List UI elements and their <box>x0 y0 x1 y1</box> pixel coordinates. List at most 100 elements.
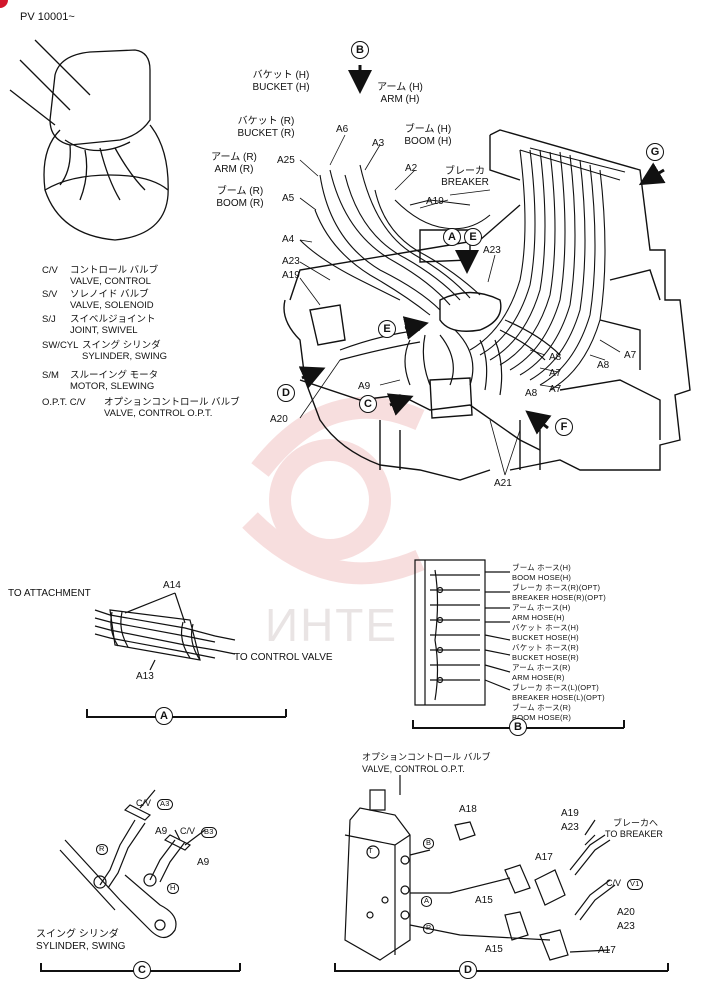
label-opt-valve-en: VALVE, CONTROL O.P.T. <box>362 764 465 774</box>
section-tick <box>667 963 669 971</box>
detail-b-drawing <box>414 559 511 706</box>
detail-c-drawing <box>59 789 206 939</box>
part-a23: A23 <box>617 921 635 932</box>
watermark-text: ИНТЕ <box>265 599 399 651</box>
part-a8: A8 <box>549 352 562 363</box>
label-boom-r-jp: ブーム (R) <box>216 186 264 197</box>
corner-badge <box>0 0 8 8</box>
legend-key: C/V <box>42 265 58 276</box>
view-marker-b: B <box>351 41 369 59</box>
cv-port-b3: B3 <box>201 827 217 838</box>
label-bucket-h-en: BUCKET (H) <box>252 82 310 93</box>
cv-port-v1: V1 <box>627 879 643 890</box>
cab-thumbnail <box>9 39 169 241</box>
part-a4: A4 <box>282 234 295 245</box>
cv-label: C/V <box>180 826 196 836</box>
detail-c-caption: C <box>133 961 151 979</box>
detail-d-caption: D <box>459 961 477 979</box>
part-a21: A21 <box>494 478 512 489</box>
label-to-attachment: TO ATTACHMENT <box>8 588 91 599</box>
view-marker-e: E <box>464 228 482 246</box>
section-tick <box>623 720 625 728</box>
legend-jp: ソレノイド バルブ <box>70 289 149 300</box>
legend-jp: スイング シリンダ <box>82 340 161 351</box>
part-a20: A20 <box>270 414 288 425</box>
label-boom-r-en: BOOM (R) <box>216 198 264 209</box>
detail-d-drawing <box>344 775 616 961</box>
legend-jp: スイベルジョイント <box>70 314 156 325</box>
serial-range: PV 10001~ <box>20 11 75 23</box>
label-swing-cylinder-en: SYLINDER, SWING <box>36 941 126 952</box>
part-a9: A9 <box>358 381 371 392</box>
label-breaker-jp: ブレーカ <box>445 166 485 177</box>
legend-key: O.P.T. C/V <box>42 397 86 408</box>
legend-key: SW/CYL <box>42 340 79 351</box>
label-to-breaker-en: TO BREAKER <box>605 829 663 839</box>
hose-label-en: BOOM HOSE(H) <box>512 573 572 582</box>
hose-label-jp: アーム ホース(H) <box>512 603 571 612</box>
label-to-breaker-jp: ブレーカへ <box>613 818 659 828</box>
view-marker-e: E <box>378 320 396 338</box>
section-tick <box>285 709 287 717</box>
hose-label-jp: ブーム ホース(R) <box>512 703 571 712</box>
hose-label-en: ARM HOSE(H) <box>512 613 565 622</box>
port-mark-r: R <box>96 844 108 855</box>
part-a7: A7 <box>624 350 637 361</box>
legend-jp: コントロール バルブ <box>70 265 159 276</box>
label-swing-cylinder-jp: スイング シリンダ <box>36 929 119 940</box>
label-bucket-h-jp: バケット (H) <box>252 70 310 81</box>
detail-a-caption: A <box>155 707 173 725</box>
part-a15: A15 <box>485 944 503 955</box>
hose-label-en: ARM HOSE(R) <box>512 673 565 682</box>
hose-label-jp: ブーム ホース(H) <box>512 563 571 572</box>
section-tick <box>40 963 42 971</box>
part-a6: A6 <box>336 124 349 135</box>
part-a13: A13 <box>136 671 154 682</box>
section-tick <box>334 963 336 971</box>
part-a19-top: A19 <box>426 196 444 207</box>
port-mark-t: T <box>368 846 373 855</box>
part-a7: A7 <box>549 368 562 379</box>
part-a17: A17 <box>535 852 553 863</box>
hose-label-en: BUCKET HOSE(H) <box>512 633 579 642</box>
part-a19: A19 <box>561 808 579 819</box>
watermark-gear-icon <box>242 396 425 585</box>
label-bucket-r-jp: バケット (R) <box>237 116 295 127</box>
part-a9: A9 <box>197 857 210 868</box>
legend-en: MOTOR, SLEWING <box>70 381 155 392</box>
part-a3: A3 <box>372 138 385 149</box>
legend-en: VALVE, SOLENOID <box>70 300 154 311</box>
view-marker-g: G <box>646 143 664 161</box>
hose-label-en: BOOM HOSE(R) <box>512 713 572 722</box>
hose-bundle-b <box>299 164 491 316</box>
detail-a-drawing <box>94 592 236 671</box>
hose-label-jp: ブレーカ ホース(L)(OPT) <box>512 683 599 692</box>
section-tick <box>86 709 88 717</box>
cv-label: C/V <box>606 878 622 888</box>
part-a23: A23 <box>561 822 579 833</box>
legend-en: JOINT, SWIVEL <box>70 325 138 336</box>
label-arm-r-jp: アーム (R) <box>211 152 257 163</box>
section-underline <box>334 970 668 972</box>
hose-bundle-g <box>469 147 626 391</box>
hose-label-en: BUCKET HOSE(R) <box>512 653 579 662</box>
hose-label-en: BREAKER HOSE(L)(OPT) <box>512 693 605 702</box>
port-mark-b: B <box>423 838 435 849</box>
port-mark-h: H <box>167 883 179 894</box>
part-a15: A15 <box>475 895 493 906</box>
part-a14: A14 <box>163 580 181 591</box>
view-arrows <box>298 65 666 435</box>
part-a5: A5 <box>282 193 295 204</box>
part-a25: A25 <box>277 155 295 166</box>
part-a7: A7 <box>549 384 562 395</box>
legend-key: S/J <box>42 314 56 325</box>
detail-b-caption: B <box>509 718 527 736</box>
legend-key: S/M <box>42 370 59 381</box>
